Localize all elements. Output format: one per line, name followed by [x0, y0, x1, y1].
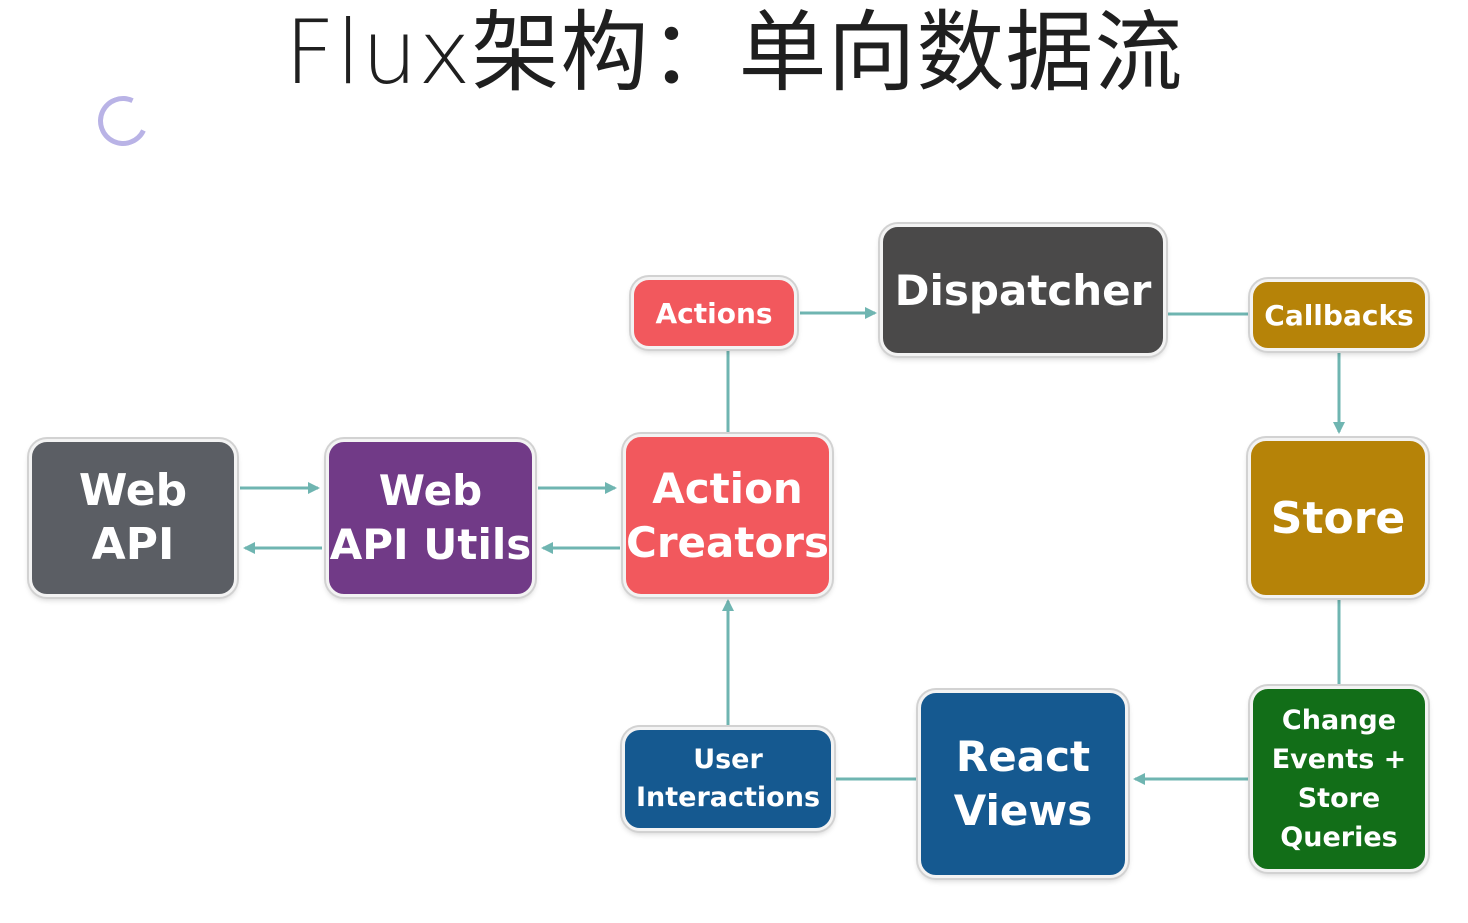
node-store: Store [1248, 438, 1428, 598]
page-title: Flux架构：单向数据流 [284, 1, 1184, 104]
node-dispatcher: Dispatcher [880, 224, 1166, 356]
node-user-interactions: User Interactions [622, 727, 834, 831]
node-react-views: React Views [918, 690, 1128, 878]
node-callbacks: Callbacks [1250, 279, 1428, 351]
node-actions: Actions [631, 277, 797, 349]
node-action-creators: Action Creators [623, 434, 832, 597]
node-web-api-utils: Web API Utils [326, 439, 535, 597]
node-web-api: Web API [29, 439, 237, 597]
node-change-events-store-queries: Change Events + Store Queries [1250, 686, 1428, 872]
